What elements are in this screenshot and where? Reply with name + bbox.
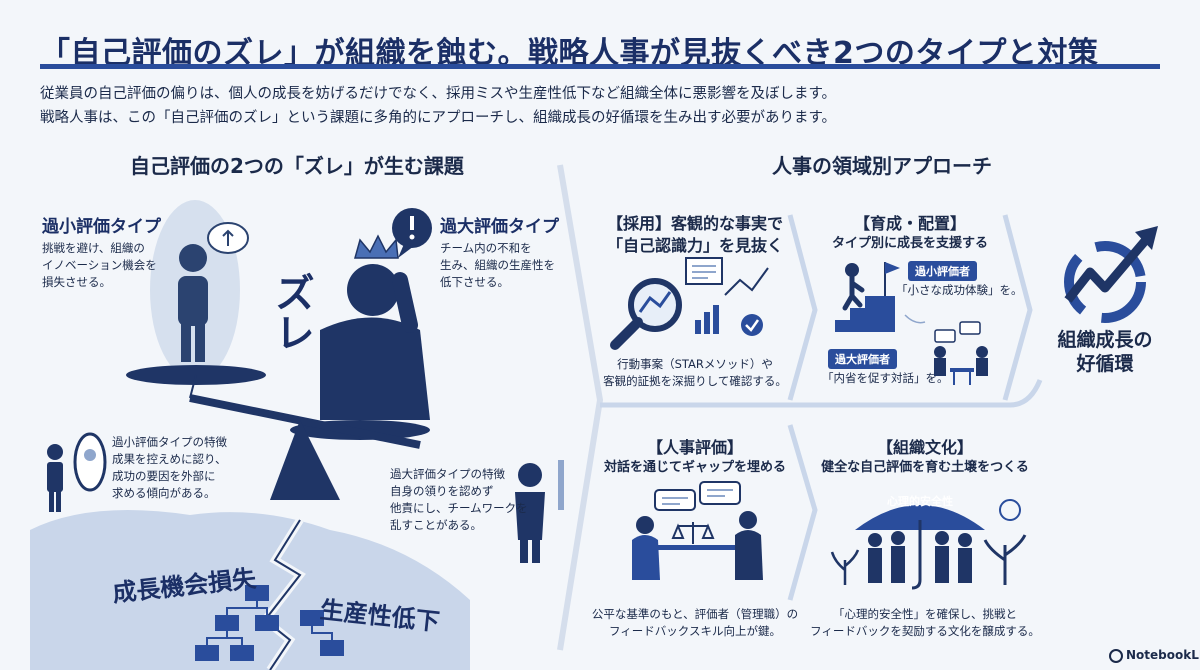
over-estimator-pill: 過大評価者: [828, 349, 897, 369]
under-trait-4: 求める傾向がある。: [112, 486, 216, 500]
stairs-icon: [835, 296, 895, 332]
meeting-people-icon: [934, 346, 946, 358]
under-type-desc-1: 挑戦を避け、組織の: [42, 241, 145, 255]
magnifier-icon: [628, 278, 682, 332]
under-estimator-pill: 過小評価者: [908, 261, 977, 281]
table-icon: [640, 545, 750, 550]
over-type-desc-1: チーム内の不和を: [440, 241, 532, 255]
intro-line-2: 戦略人事は、この「自己評価のズレ」という課題に多角的にアプローチし、組織成長の好…: [40, 110, 837, 126]
under-type-desc-3: 損失させる。: [42, 275, 111, 289]
employee-person-icon: [739, 511, 757, 529]
crown-icon: [354, 234, 399, 259]
balance-scale-icon: [671, 522, 715, 544]
under-type-title: 過小評価タイプ: [42, 217, 161, 237]
speech-bubble-icon: [934, 329, 956, 343]
sun-icon: [999, 499, 1021, 521]
hiring-title: 【採用】客観的な事実で: [606, 214, 783, 233]
evaluation-title: 【人事評価】: [646, 438, 743, 457]
over-type-desc-3: 低下させる。: [440, 275, 509, 289]
divider-chevron-3: [787, 424, 818, 601]
culture-desc-2: フィードバックを契励する文化を醸成する。: [810, 624, 1040, 638]
hiring-desc-1: 行動事案（STARメソッド）や: [617, 357, 773, 371]
over-trait-3: 他責にし、チームワークを: [390, 501, 528, 515]
sprout-icon: [830, 549, 860, 585]
zure-label: ズレ: [268, 272, 314, 352]
org-chart-icon: [195, 585, 344, 661]
under-trait-1: 過小評価タイプの特徴: [112, 435, 227, 449]
under-trait-2: 成果を控えめに認り、: [112, 452, 227, 466]
evaluator-person-icon: [636, 516, 654, 534]
over-trait-2: 自身の領りを認めず: [390, 484, 494, 498]
divider-horizontal: [600, 379, 1043, 408]
result-label: 組織成長の 好循環: [1040, 328, 1170, 376]
right-section-heading: 人事の領域別アプローチ: [772, 154, 992, 178]
development-title: 【育成・配置】: [853, 214, 966, 233]
check-icon: [741, 314, 763, 336]
over-person-icon: [347, 264, 399, 316]
left-section-heading: 自己評価の2つの「ズレ」が生む課題: [130, 154, 464, 178]
over-type-desc-2: 生み、組織の生産性を: [440, 258, 555, 272]
umbrella-label: 心理的安全性: [887, 495, 953, 508]
notebooklm-logo-icon: [1109, 649, 1123, 663]
climbing-person-icon: [845, 263, 859, 277]
result-line-1: 組織成長の: [1057, 329, 1153, 351]
divider-chevron-1: [787, 214, 818, 401]
umbrella-icon: [855, 505, 985, 530]
section-divider: [557, 164, 604, 651]
scale-beam: [189, 394, 421, 449]
result-line-2: 好循環: [1076, 353, 1134, 375]
divider-chevron-2: [1002, 214, 1033, 401]
plant-icon: [983, 534, 1027, 585]
intro-line-1: 従業員の自己評価の偏りは、個人の成長を妨げるだけでなく、採用ミスや生産性低下など…: [40, 86, 837, 102]
culture-subtitle: 健全な自己評価を育む土壌をつくる: [821, 460, 1029, 475]
proud-person-icon: [518, 463, 542, 487]
evaluation-subtitle: 対話を通じてギャップを埋める: [603, 460, 786, 475]
evaluation-desc-1: 公平な基準のもと、評価者（管理職）の: [591, 607, 799, 621]
under-person-icon: [179, 244, 207, 272]
over-type-title: 過大評価タイプ: [440, 217, 559, 237]
bar-chart-icon: [695, 305, 719, 334]
over-trait-4: 乱すことがある。: [390, 518, 482, 532]
culture-desc-1: 「心理的安全性」を確保し、挑戦と: [833, 607, 1017, 621]
brand-label: NotebookLM: [1126, 648, 1200, 662]
line-chart-icon: [724, 267, 769, 296]
over-estimator-text: 「内省を促す対話」を。: [822, 371, 949, 385]
culture-title: 【組織文化】: [876, 438, 973, 457]
team-people-icon: [868, 531, 972, 583]
growth-arrow-icon: [1064, 232, 1154, 303]
mirror-icon-2: [558, 460, 564, 510]
chat-bubble-icon: [654, 489, 696, 511]
cycle-icon: [1064, 241, 1146, 323]
over-trait-1: 過大評価タイプの特徴: [390, 467, 505, 481]
development-subtitle: タイプ別に成長を支援する: [831, 236, 988, 251]
hiring-subtitle: 「自己認識力」を見抜く: [606, 236, 783, 255]
under-trait-3: 成功の要因を外部に: [112, 469, 216, 483]
mirror-person-icon: [47, 444, 63, 460]
under-type-desc-2: イノベーション機会を: [42, 258, 157, 272]
mirror-icon: [73, 432, 107, 492]
evaluation-desc-2: フィードバックスキル向上が鍵。: [609, 624, 781, 638]
under-estimator-text: 「小さな成功体験」を。: [896, 283, 1023, 297]
title-underline: [40, 64, 1160, 69]
hiring-desc-2: 客観的証拠を深掘りして確認する。: [603, 374, 787, 388]
scale-base: [270, 420, 340, 500]
